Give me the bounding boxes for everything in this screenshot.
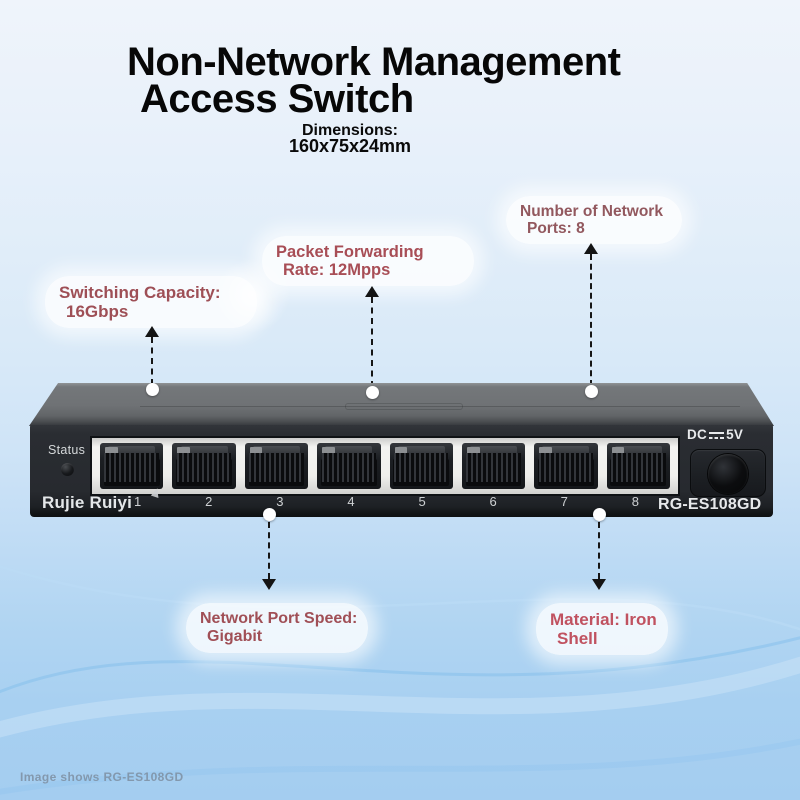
port-numbers: 1 2 3 4 5 6 7 8	[134, 494, 639, 509]
port-number: 1	[134, 494, 142, 509]
callout-text: Number of Network	[520, 203, 663, 220]
port-clip-tab	[105, 446, 118, 455]
port-clip-tab	[466, 446, 480, 455]
port-pins	[393, 453, 449, 482]
rj45-port	[606, 443, 670, 489]
callout-text: Rate: 12Mpps	[283, 261, 391, 279]
callout-port-speed: Network Port Speed: Gigabit	[186, 603, 368, 653]
callout-anchor-dot	[366, 386, 379, 399]
callout-text: Shell	[557, 629, 598, 648]
power-label-prefix: DC	[687, 427, 708, 442]
callout-text: 16Gbps	[66, 302, 129, 321]
rj45-port	[534, 443, 598, 489]
callout-network-ports: Number of Network Ports: 8	[506, 196, 682, 244]
model-number: RG-ES108GD	[658, 496, 762, 513]
arrow-down-icon	[592, 522, 606, 590]
arrow-down-icon	[262, 522, 276, 590]
port-number: 5	[418, 494, 426, 509]
port-clip-tab	[322, 446, 335, 455]
title-line1: Non-Network Management	[127, 40, 621, 84]
rj45-port	[461, 443, 526, 489]
dc-current-icon	[709, 431, 725, 440]
page-title: Non-Network Management Access Switch	[127, 42, 621, 121]
rj45-port	[244, 443, 309, 489]
callout-switching-capacity: Switching Capacity: 16Gbps	[45, 276, 257, 328]
port-clip-tab	[249, 446, 263, 455]
callout-text: Switching Capacity:	[59, 283, 221, 302]
dimensions-text: Dimensions: 160x75x24mm	[250, 122, 450, 156]
port-pins	[104, 453, 159, 482]
status-led-icon	[61, 463, 74, 476]
rj45-port	[389, 443, 453, 489]
port-number: 3	[276, 494, 284, 509]
dc-jack-hole	[708, 454, 748, 494]
dc-power-jack	[690, 449, 766, 497]
port-pins	[538, 453, 594, 482]
status-label: Status	[48, 443, 86, 457]
lid-notch	[345, 403, 463, 410]
callout-packet-forwarding: Packet Forwarding Rate: 12Mpps	[262, 236, 474, 286]
rj45-port	[172, 443, 236, 489]
title-line2: Access Switch	[140, 77, 414, 121]
port-clip-tab	[539, 446, 552, 455]
power-input-label: DC 5V	[687, 427, 743, 442]
port-number: 6	[489, 494, 497, 509]
rj45-port	[100, 443, 164, 489]
arrow-up-icon	[365, 286, 379, 387]
callout-material: Material: Iron Shell	[536, 603, 668, 655]
port-number: 8	[631, 494, 639, 509]
port-number: 4	[347, 494, 355, 509]
port-clip-tab	[394, 446, 408, 455]
callout-text: Ports: 8	[527, 220, 585, 237]
lid-seam	[140, 406, 740, 407]
port-pins	[466, 453, 521, 482]
callout-anchor-dot	[263, 508, 276, 521]
callout-text: Gigabit	[207, 628, 263, 645]
dimensions-label: Dimensions:	[301, 122, 398, 139]
callout-text: Packet Forwarding	[276, 243, 424, 261]
port-strip	[90, 436, 680, 496]
port-pins	[249, 453, 304, 482]
port-number: 7	[560, 494, 568, 509]
port-clip-tab	[177, 446, 191, 455]
port-pins	[176, 453, 232, 482]
arrow-up-icon	[584, 243, 598, 386]
arrow-up-icon	[145, 326, 159, 385]
callout-anchor-dot	[585, 385, 598, 398]
power-label-suffix: 5V	[726, 427, 744, 442]
port-clip-tab	[611, 446, 625, 455]
callout-text: Material: Iron	[550, 610, 657, 629]
callout-text: Network Port Speed:	[200, 610, 358, 627]
port-pins	[611, 453, 666, 482]
brand-logo: Rujie Ruiyi	[42, 493, 133, 512]
port-number: 2	[205, 494, 213, 509]
callout-anchor-dot	[146, 383, 159, 396]
port-pins	[321, 453, 377, 482]
callout-anchor-dot	[593, 508, 606, 521]
rj45-port	[317, 443, 381, 489]
footer-note: Image shows RG-ES108GD	[20, 770, 184, 784]
dimensions-value: 160x75x24mm	[288, 136, 412, 156]
